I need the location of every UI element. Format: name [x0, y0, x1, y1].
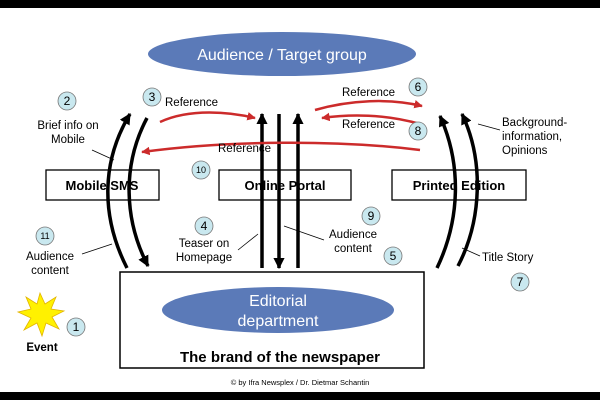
step-number-11: 11: [35, 226, 55, 246]
audience-content-left-line1: Audience: [26, 251, 74, 263]
editorial-ellipse: [162, 287, 394, 333]
brief-info-line2: Mobile: [51, 134, 85, 146]
svg-text:3: 3: [149, 90, 156, 104]
svg-text:6: 6: [415, 80, 422, 94]
background-info-line2: information,: [502, 131, 562, 143]
step-number-6: 6: [408, 77, 428, 97]
mobile-sms-label: Mobile/SMS: [66, 178, 139, 193]
printed-edition-label: Printed Edition: [413, 178, 506, 193]
reference-arrow-3: [159, 111, 256, 124]
audience-content-left-line2: content: [31, 265, 70, 277]
arrow-to-printed-up: [435, 114, 458, 269]
reference-arrow-6: [314, 99, 423, 112]
svg-text:10: 10: [196, 165, 206, 175]
svg-text:1: 1: [73, 320, 80, 334]
online-portal-label: Online Portal: [245, 178, 326, 193]
printed-edition-box: [391, 169, 527, 201]
arrow-to-mobile-up: [106, 113, 132, 269]
reference-6-label: Reference: [342, 87, 395, 99]
step-number-5: 5: [383, 246, 403, 266]
reference-3-label: Reference: [165, 97, 218, 109]
arrow-from-mobile-down: [127, 117, 150, 267]
teaser-leader: [237, 233, 259, 251]
audience-content-right-leader: [283, 225, 325, 241]
reference-arrow-8: [321, 112, 421, 126]
step-number-1: 1: [66, 317, 86, 337]
audience-content-right-line2: content: [334, 243, 373, 255]
step-number-3: 3: [142, 87, 162, 107]
svg-text:5: 5: [390, 249, 397, 263]
teaser-line1: Teaser on: [179, 238, 230, 250]
svg-text:8: 8: [415, 124, 422, 138]
step-number-8: 8: [408, 121, 428, 141]
audience-label: Audience / Target group: [197, 47, 367, 64]
editorial-line1: Editorial: [249, 293, 307, 310]
brief-info-line1: Brief info on: [37, 120, 98, 132]
background-info-line3: Opinions: [502, 145, 548, 157]
background-info-leader: [477, 123, 501, 131]
reference-8-label: Reference: [342, 119, 395, 131]
step-number-10: 10: [191, 160, 211, 180]
credit-line: © by Ifra Newsplex / Dr. Dietmar Schanti…: [231, 378, 370, 387]
audience-target-group: Audience / Target group: [148, 32, 416, 76]
svg-text:4: 4: [201, 219, 208, 233]
audience-content-right-line1: Audience: [329, 229, 377, 241]
reference-10-label: Reference: [218, 143, 271, 155]
online-portal-box: [218, 169, 352, 201]
editorial-line2: department: [238, 313, 319, 330]
step-number-7: 7: [510, 272, 530, 292]
audience-ellipse: [148, 32, 416, 76]
audience-content-left-leader: [81, 243, 113, 255]
step-number-4: 4: [194, 216, 214, 236]
mobile-sms-box: [45, 169, 160, 201]
teaser-line2: Homepage: [176, 252, 232, 264]
svg-text:11: 11: [40, 231, 49, 241]
svg-text:7: 7: [517, 275, 524, 289]
brand-label: The brand of the newspaper: [180, 349, 380, 366]
reference-arrow-10: [141, 141, 421, 156]
step-number-9: 9: [361, 206, 381, 226]
event-star-icon: [16, 291, 66, 338]
svg-text:2: 2: [64, 94, 71, 108]
brief-info-leader: [91, 149, 115, 161]
step-number-2: 2: [57, 91, 77, 111]
svg-text:9: 9: [368, 209, 375, 223]
title-story-label: Title Story: [482, 252, 534, 264]
background-info-line1: Background-: [502, 117, 567, 129]
event-label: Event: [26, 342, 57, 354]
title-story-leader: [461, 247, 481, 257]
